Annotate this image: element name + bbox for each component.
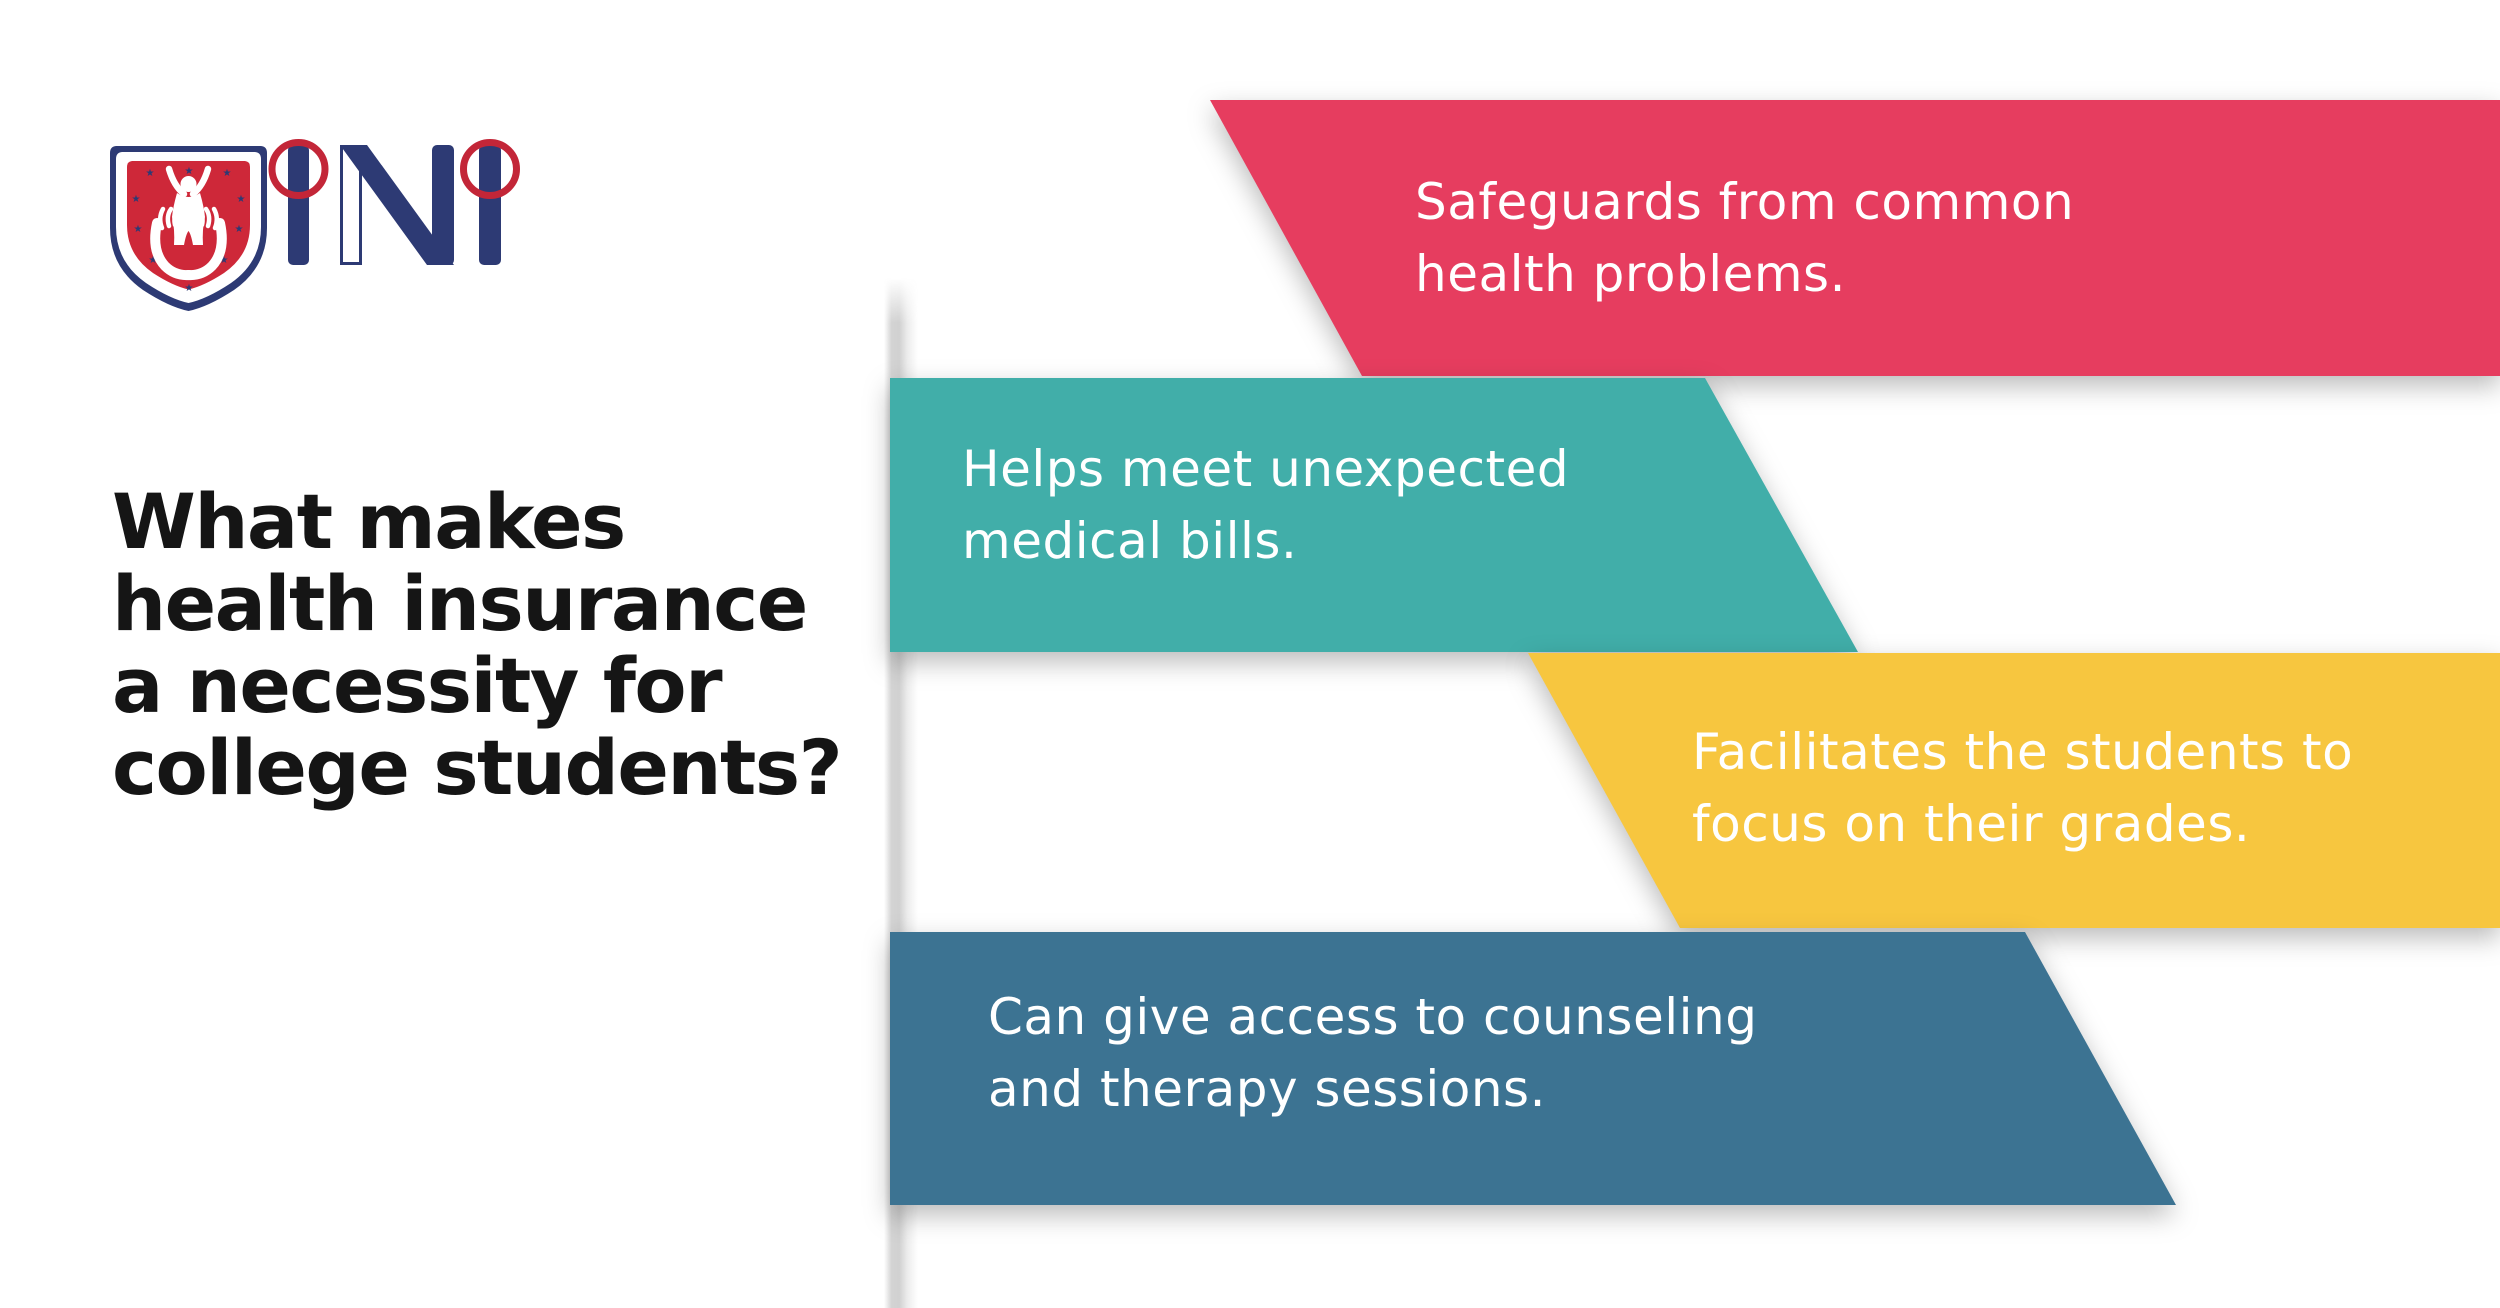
banner-medical-bills-shape [890, 378, 1858, 652]
ring-accent-right [460, 139, 520, 199]
banner-grades-label: Facilitates the students to focus on the… [1692, 723, 2354, 853]
banner-medical-bills-shadow [890, 378, 1858, 652]
svg-text:★: ★ [235, 224, 244, 235]
page-title: What makes health insurance a necessity … [112, 477, 843, 812]
svg-text:★: ★ [220, 255, 229, 266]
banner-grades-shape [1528, 653, 2500, 928]
banner-grades: Facilitates the students to focus on the… [1528, 653, 2500, 928]
svg-text:★: ★ [132, 194, 141, 205]
banner-medical-bills: Helps meet unexpected medical bills. [890, 378, 1858, 652]
banner-medical-bills-label: Helps meet unexpected medical bills. [962, 440, 1570, 570]
svg-text:★: ★ [185, 166, 194, 177]
svg-text:★: ★ [223, 168, 232, 179]
banner-safeguards-shape [1210, 100, 2500, 376]
svg-text:★: ★ [146, 168, 155, 179]
banner-grades-shadow [1528, 653, 2500, 928]
banner-safeguards-shadow [1210, 100, 2500, 376]
banner-counseling-label: Can give access to counseling and therap… [988, 988, 1758, 1118]
svg-text:★: ★ [149, 255, 158, 266]
ring-accent-left [268, 139, 329, 199]
banner-safeguards-label: Safeguards from common health problems. [1415, 173, 2075, 303]
banner-counseling-shape [890, 932, 2176, 1205]
person-in-hands-icon [150, 165, 227, 281]
svg-text:★: ★ [185, 283, 194, 294]
svg-text:★: ★ [134, 224, 143, 235]
shield-icon: ★ ★ ★ ★ ★ ★ ★ ★ ★ ★ [110, 146, 267, 311]
shield-stars: ★ ★ ★ ★ ★ ★ ★ ★ ★ ★ [132, 166, 246, 294]
banner-safeguards: Safeguards from common health problems. [1210, 100, 2500, 376]
banner-counseling: Can give access to counseling and therap… [890, 932, 2176, 1205]
brand-logo: ★ ★ ★ ★ ★ ★ ★ ★ ★ ★ [110, 139, 520, 311]
banner-counseling-shadow [890, 932, 2176, 1205]
brand-letters-ini [268, 139, 520, 265]
svg-text:★: ★ [237, 194, 246, 205]
